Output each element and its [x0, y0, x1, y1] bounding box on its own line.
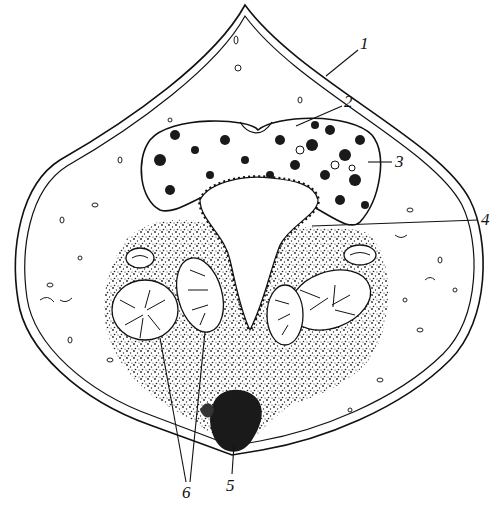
- callout-number: 6: [180, 483, 193, 502]
- callout-number: 4: [479, 210, 492, 229]
- callout-number: 3: [393, 152, 406, 171]
- callout-number: 5: [224, 476, 237, 495]
- callout-number: 2: [342, 92, 355, 111]
- callout-number: 1: [358, 34, 371, 53]
